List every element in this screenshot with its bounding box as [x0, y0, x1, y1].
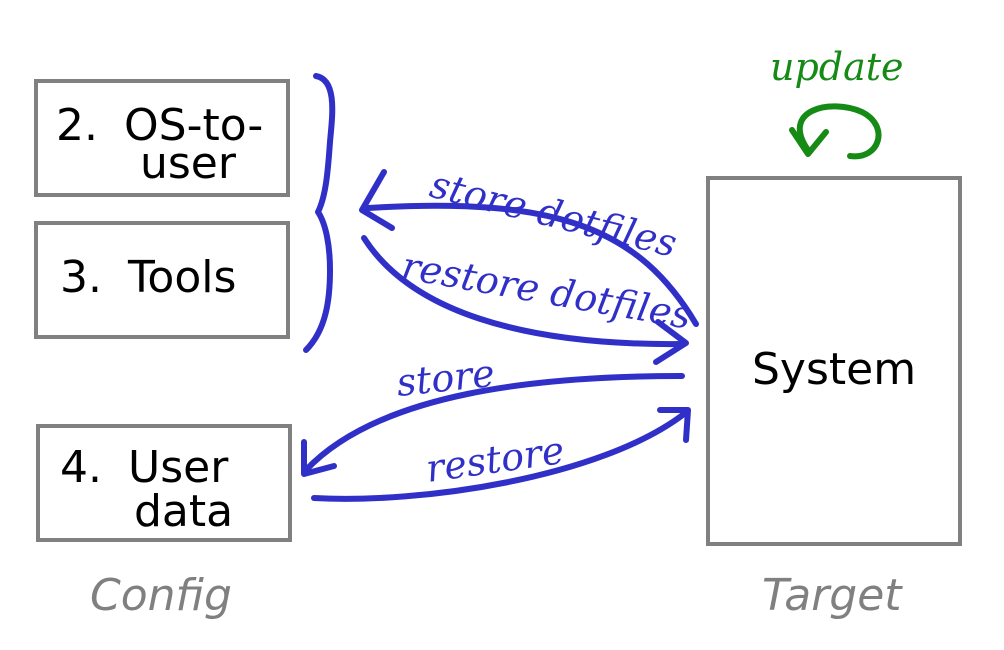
store-dotfiles-arrowhead-icon — [359, 169, 395, 231]
store-arrow — [303, 373, 685, 473]
os-to-user-number: 2. — [56, 100, 98, 151]
restore-dotfiles-arrowhead-icon — [653, 319, 689, 365]
update-label: update — [770, 45, 904, 89]
restore-arrowhead-icon — [657, 407, 691, 443]
os-to-user-line1: OS-to- — [124, 100, 263, 151]
system-label: System — [752, 344, 916, 395]
update-loop-arrow — [797, 103, 882, 160]
os-to-user-box-border — [34, 79, 290, 197]
os-to-user-box: 2. OS-to- user — [34, 79, 290, 197]
user-data-line2: data — [134, 486, 233, 537]
system-box-border — [706, 176, 962, 546]
restore-arrow — [311, 411, 687, 502]
tools-label: Tools — [127, 252, 236, 303]
tools-number: 3. — [60, 252, 102, 303]
tools-box-border — [34, 221, 290, 339]
curly-brace-icon — [303, 73, 336, 353]
system-box: System — [706, 176, 962, 546]
user-data-box-border — [36, 424, 292, 542]
os-to-user-line2: user — [140, 138, 237, 189]
store-label: store — [394, 351, 496, 405]
config-caption: Config — [90, 570, 232, 621]
user-data-box: 4. User data — [36, 424, 292, 542]
store-arrowhead-icon — [301, 439, 337, 477]
store-dotfiles-arrow — [365, 202, 699, 327]
user-data-line1: User — [128, 442, 229, 493]
update-loop-arrowhead-icon — [789, 127, 829, 157]
restore-dotfiles-arrow — [361, 235, 687, 348]
target-caption: Target — [762, 570, 903, 621]
restore-label: restore — [423, 428, 567, 491]
user-data-number: 4. — [60, 442, 102, 493]
tools-box: 3. Tools — [34, 221, 290, 339]
store-dotfiles-label: store dotfiles — [426, 162, 681, 266]
